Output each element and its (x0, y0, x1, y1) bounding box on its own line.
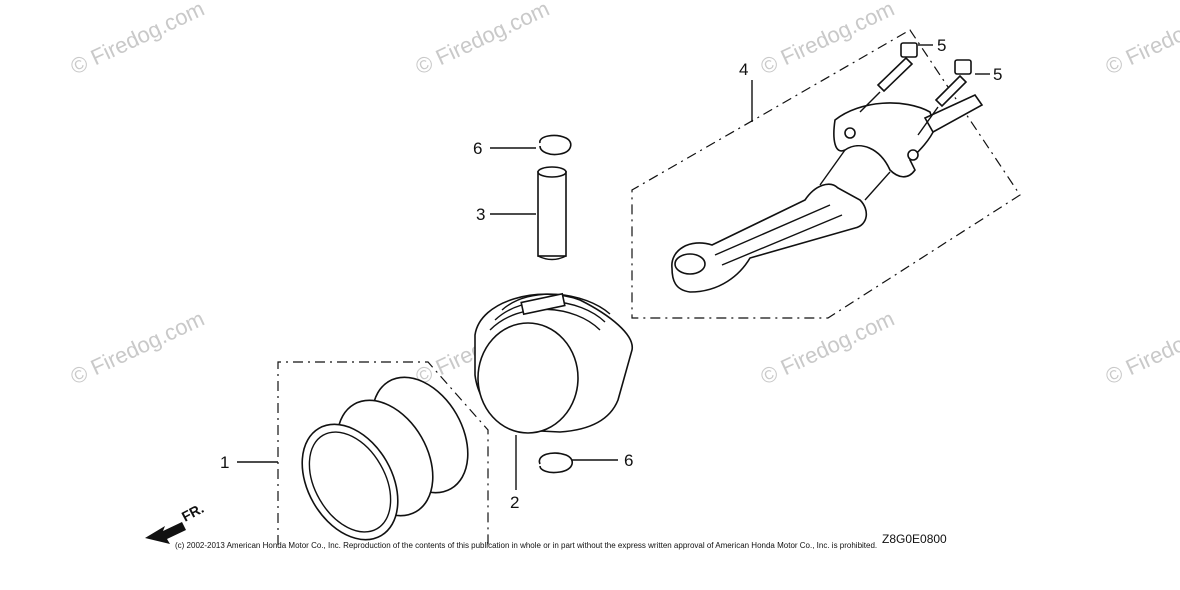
watermark: © Firedog.com (1102, 0, 1180, 80)
piston-crown (477, 322, 579, 434)
rod-bolt[interactable] (934, 74, 968, 108)
cap-bolt-hole (844, 127, 856, 139)
watermark: © Firedog.com (1102, 306, 1180, 390)
rod-bolt-head (900, 42, 918, 58)
front-arrow-icon (145, 522, 186, 544)
copyright-notice: (c) 2002-2013 American Honda Motor Co., … (175, 541, 877, 550)
rod-cap-arm (923, 93, 984, 134)
callout-6-upper: 6 (473, 139, 482, 158)
watermark: © Firedog.com (757, 0, 899, 80)
watermark: © Firedog.com (67, 0, 209, 80)
callout-leaders (237, 44, 990, 490)
piston-ring-oil (301, 423, 399, 541)
connecting-rod-group (631, 29, 1021, 319)
assembly-line (859, 91, 881, 113)
assembly-line (917, 106, 939, 136)
piston-mark (520, 292, 566, 316)
small-end-bore (674, 253, 706, 275)
rod-bolt-head (954, 59, 972, 75)
cap-bolt-hole (907, 149, 919, 161)
ring-set-boundary (277, 361, 489, 545)
rod-web-line (714, 204, 831, 256)
front-direction-indicator: FR. (145, 500, 206, 544)
callout-1: 1 (220, 453, 229, 472)
watermark: © Firedog.com (67, 306, 209, 390)
callout-6-lower: 6 (624, 451, 633, 470)
piston-pin[interactable] (537, 166, 567, 261)
assembly-line (864, 171, 891, 201)
piston-ring-set[interactable] (277, 360, 489, 556)
diagram-code: Z8G0E0800 (882, 532, 947, 546)
rod-bolt[interactable] (876, 56, 914, 93)
callout-2: 2 (510, 493, 519, 512)
piston-pin-body (537, 171, 567, 257)
piston[interactable] (474, 292, 633, 434)
rod-cap[interactable] (833, 102, 936, 178)
callout-5-lower: 5 (993, 65, 1002, 84)
piston-pin-end (537, 166, 567, 178)
piston-pin-bottom (537, 255, 567, 261)
connecting-rod[interactable] (671, 183, 868, 293)
watermark: © Firedog.com (412, 0, 554, 80)
rod-web-line (721, 214, 843, 266)
callout-3: 3 (476, 205, 485, 224)
callout-5-upper: 5 (937, 36, 946, 55)
assembly-line (819, 149, 846, 186)
piston-pin-clip-upper[interactable] (539, 134, 572, 156)
callout-4: 4 (739, 60, 748, 79)
piston-ring-oil-inner (308, 431, 392, 533)
piston-pin-clip-lower[interactable] (538, 452, 573, 474)
front-label: FR. (179, 500, 206, 525)
